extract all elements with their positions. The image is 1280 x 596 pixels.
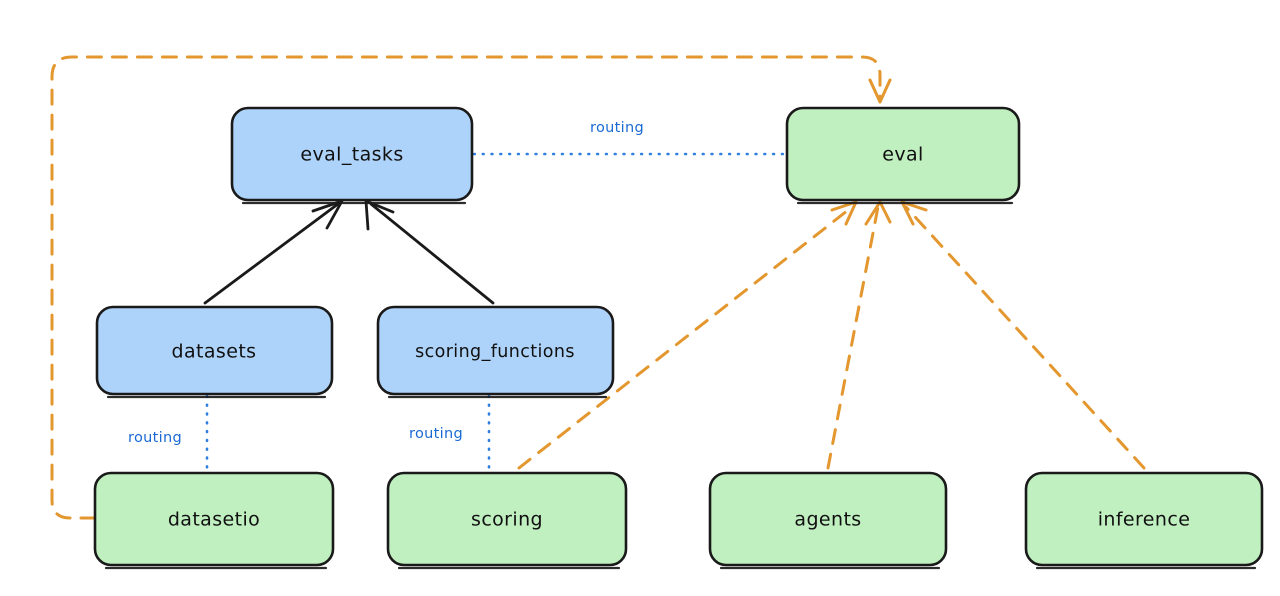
arrowhead-inference-eval <box>900 200 928 226</box>
node-eval-tasks[interactable]: eval_tasks <box>230 106 474 205</box>
node-eval-label: eval <box>882 144 923 166</box>
node-scoring-label: scoring <box>471 509 543 531</box>
node-agents[interactable]: agents <box>708 471 948 570</box>
solid-line-scoring-functions-eval-tasks <box>369 202 495 305</box>
dependency-line-scoring-eval <box>517 205 854 470</box>
dependency-line-inference-eval <box>904 205 1146 470</box>
edge-label-routing-eval-tasks-eval: routing <box>590 120 644 136</box>
edge-agents-to-eval <box>826 200 892 470</box>
node-datasets[interactable]: datasets <box>95 305 334 399</box>
edge-datasetio-to-eval <box>50 55 892 520</box>
node-agents-body <box>708 471 948 567</box>
node-inference[interactable]: inference <box>1024 471 1264 570</box>
edge-scoring-functions-to-eval-tasks <box>364 199 495 305</box>
node-eval-body <box>785 106 1021 202</box>
node-datasetio-body <box>93 471 335 567</box>
dependency-line-datasetio-eval <box>50 55 882 520</box>
edge-label-routing-datasets-datasetio: routing <box>128 430 182 446</box>
node-inference-body <box>1024 471 1264 567</box>
node-agents-label: agents <box>794 509 861 531</box>
node-scoring-functions-body <box>376 305 615 396</box>
node-scoring-functions-label: scoring_functions <box>415 342 575 362</box>
edge-inference-to-eval <box>900 200 1146 470</box>
node-scoring-functions[interactable]: scoring_functions <box>376 305 615 399</box>
edge-label-routing-scoring-functions-scoring: routing <box>409 426 463 442</box>
node-datasets-label: datasets <box>172 341 257 363</box>
arrowhead-datasetio-eval <box>868 78 892 104</box>
node-scoring-body <box>386 471 628 567</box>
edge-datasets-to-eval-tasks <box>203 199 344 305</box>
node-eval-tasks-body <box>230 106 474 202</box>
node-eval[interactable]: eval <box>785 106 1021 205</box>
dependency-line-agents-eval <box>826 205 880 470</box>
node-inference-label: inference <box>1098 509 1191 531</box>
solid-line-datasets-eval-tasks <box>203 202 340 305</box>
arrowhead-scoring-functions-eval-tasks <box>364 199 395 231</box>
node-eval-tasks-label: eval_tasks <box>300 144 403 166</box>
node-scoring[interactable]: scoring <box>386 471 628 570</box>
node-datasets-body <box>95 305 334 396</box>
node-datasetio[interactable]: datasetio <box>93 471 335 570</box>
node-datasetio-label: datasetio <box>168 509 260 531</box>
